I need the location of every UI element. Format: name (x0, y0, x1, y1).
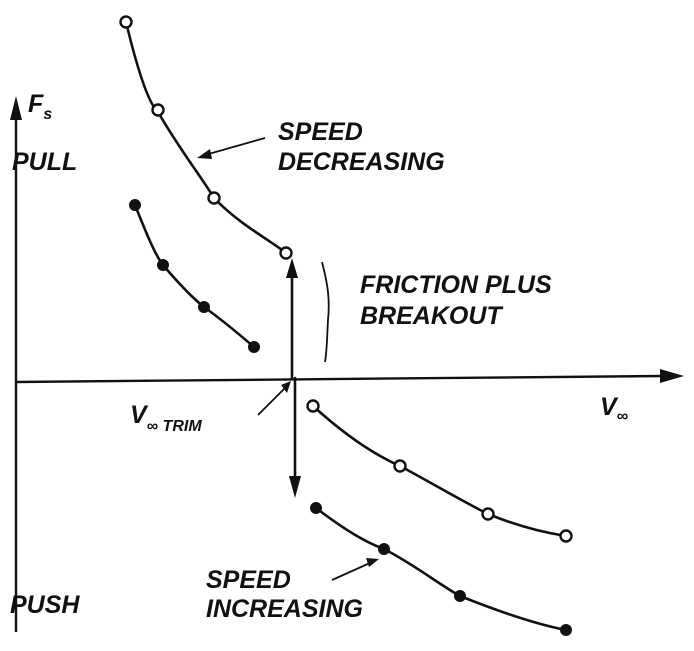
open-marker (481, 507, 495, 521)
speed-increasing-leader-arrowhead (366, 558, 379, 567)
upward-arrowhead (286, 258, 298, 278)
open-marker (279, 246, 293, 260)
speed-decreasing-label-line2: DECREASING (278, 148, 445, 176)
downward-arrowhead (289, 476, 301, 498)
x-axis-arrowhead (660, 369, 684, 383)
open-marker (119, 15, 133, 29)
friction-breakout-callout: FRICTION PLUS BREAKOUT (321, 261, 552, 363)
speed-decreasing-curve (124, 20, 288, 255)
x-axis (15, 374, 663, 384)
speed-decreasing-upper-branch (119, 15, 293, 260)
speed-increasing-upper-curve (133, 203, 256, 349)
filled-marker (248, 341, 260, 353)
speed-decreasing-label-line1: SPEED (278, 118, 363, 146)
filled-marker (157, 259, 169, 271)
filled-marker (560, 624, 572, 636)
open-marker (151, 103, 165, 117)
filled-marker (198, 301, 210, 313)
axes (10, 96, 684, 632)
speed-increasing-label-line1: SPEED (206, 566, 291, 594)
trim-label: V∞ TRIM (130, 401, 202, 435)
speed-increasing-leader (331, 562, 371, 581)
speed-increasing-label-line2: INCREASING (206, 595, 363, 623)
trim-callout: V∞ TRIM (130, 381, 291, 435)
speed-increasing-callout: SPEED INCREASING (206, 558, 379, 623)
filled-marker (129, 199, 141, 211)
y-axis-label: Fs (28, 90, 52, 123)
speed-decreasing-callout: SPEED DECREASING (197, 118, 445, 176)
open-marker (559, 529, 573, 543)
speed-increasing-upper-branch (129, 199, 260, 353)
y-axis-arrowhead (10, 96, 22, 120)
speed-increasing-lower-branch (310, 502, 572, 636)
friction-bracket (321, 261, 330, 363)
pull-label: PULL (12, 148, 77, 176)
friction-breakout-vertical (286, 258, 301, 498)
filled-marker (454, 590, 466, 602)
speed-decreasing-leader-arrowhead (197, 149, 212, 159)
trim-leader (257, 387, 286, 416)
open-marker (393, 459, 407, 473)
open-marker (207, 191, 221, 205)
filled-marker (378, 543, 390, 555)
trim-leader-arrowhead (281, 381, 291, 393)
filled-marker (310, 502, 322, 514)
push-label: PUSH (10, 591, 80, 619)
speed-decreasing-lower-branch (306, 399, 573, 543)
speed-decreasing-leader (204, 137, 266, 156)
open-marker (306, 399, 320, 413)
friction-label-line1: FRICTION PLUS (360, 271, 552, 299)
friction-label-line2: BREAKOUT (360, 302, 504, 330)
speed-increasing-lower-curve (314, 506, 568, 632)
x-axis-label: V∞ (600, 393, 628, 425)
speed-decreasing-lower-curve (311, 404, 568, 538)
